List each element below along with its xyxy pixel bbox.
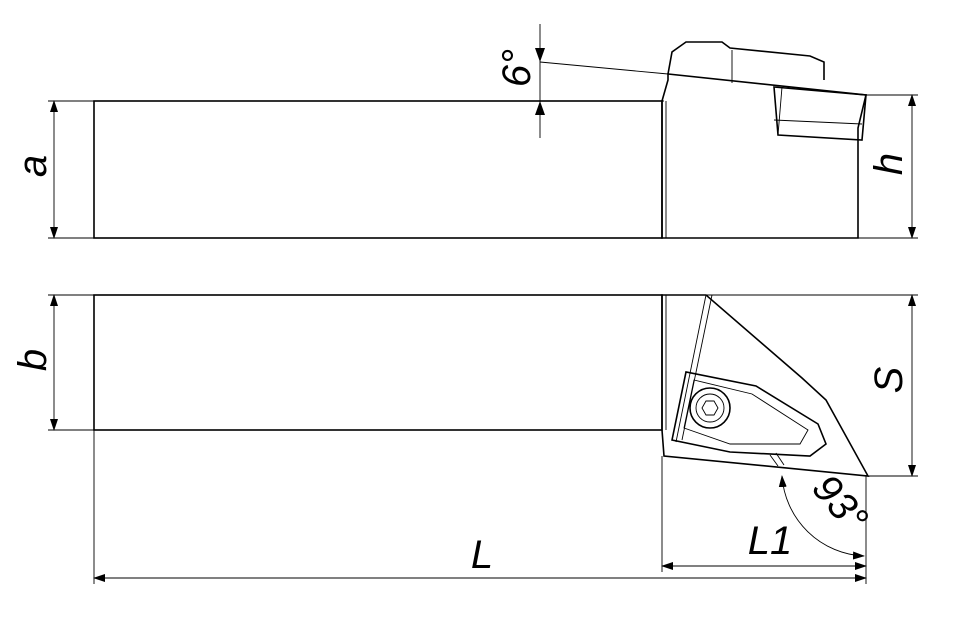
labels: a b h S L L1 6° 93°	[11, 49, 911, 577]
dim-l-label: L	[471, 533, 493, 577]
hex-socket-icon	[701, 400, 719, 416]
lead-angle-label: 93°	[804, 466, 877, 541]
rake-angle-label: 6°	[495, 49, 539, 87]
insert-top	[671, 371, 827, 457]
insert-side	[773, 86, 867, 141]
dimensions	[48, 94, 918, 584]
clamp-side	[667, 41, 825, 80]
dim-a-label: a	[11, 155, 55, 177]
shank-top	[93, 294, 663, 431]
top-view	[93, 294, 870, 477]
screw-head	[689, 387, 731, 429]
head-top	[661, 294, 870, 477]
head-side	[661, 73, 867, 239]
dim-s-label: S	[867, 366, 911, 393]
dim-h-label: h	[867, 153, 911, 175]
shank-side	[93, 100, 663, 239]
dim-l1-label: L1	[748, 519, 793, 563]
dim-b-label: b	[11, 349, 55, 371]
side-view	[93, 24, 867, 239]
